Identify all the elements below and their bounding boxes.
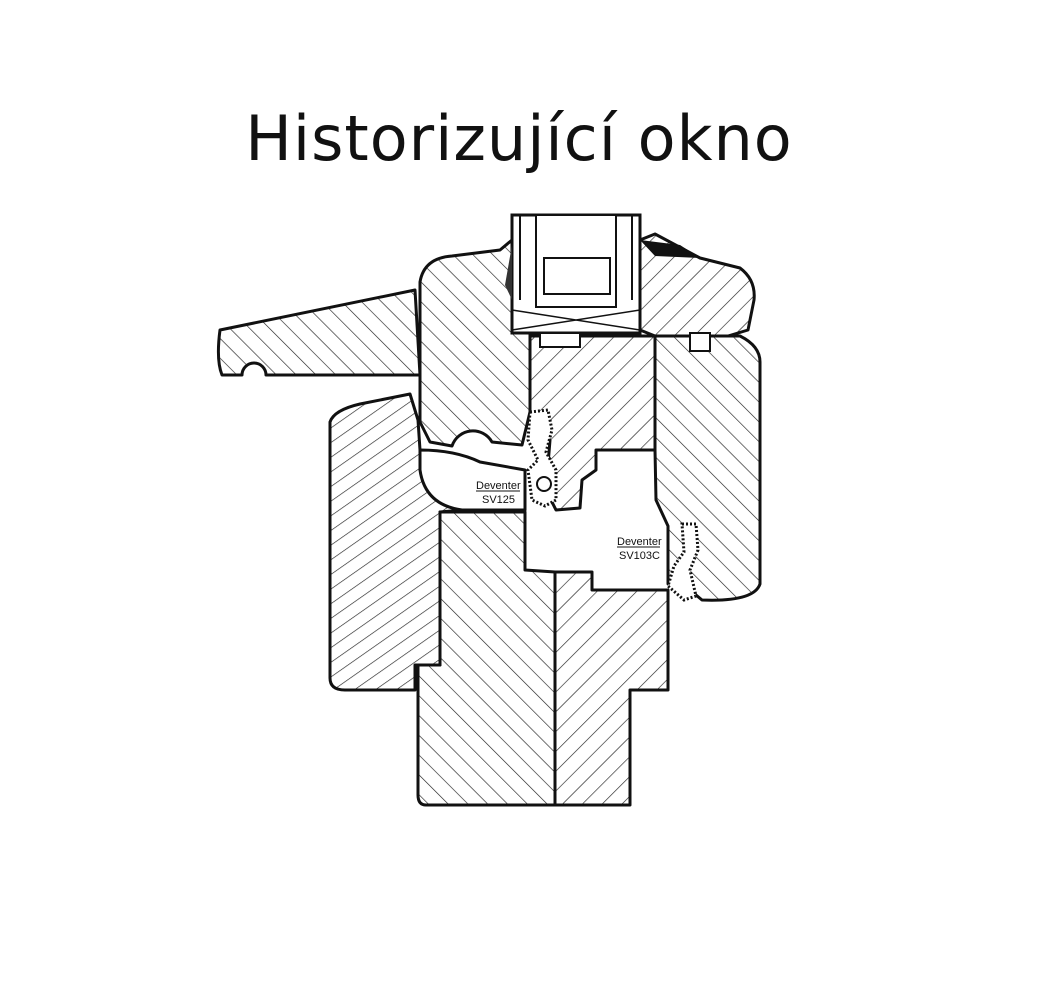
seal1-brand-label: Deventer bbox=[476, 480, 521, 492]
frame-right bbox=[653, 334, 762, 602]
diagram-title: Historizující okno bbox=[245, 102, 793, 175]
frame-center-right bbox=[553, 570, 670, 807]
sash-top-left bbox=[418, 238, 532, 448]
drip-board bbox=[216, 288, 422, 377]
seal-sv103c bbox=[666, 522, 700, 602]
frame-center-left bbox=[416, 510, 557, 807]
seal2-brand-label: Deventer bbox=[617, 536, 662, 548]
frame-bead bbox=[418, 448, 527, 512]
label-sv103c: Deventer SV103C bbox=[617, 536, 662, 562]
seal1-model-label: SV125 bbox=[482, 494, 515, 506]
label-sv125: Deventer SV125 bbox=[476, 480, 521, 506]
seal2-model-label: SV103C bbox=[619, 550, 660, 562]
glazing-unit bbox=[505, 213, 711, 352]
